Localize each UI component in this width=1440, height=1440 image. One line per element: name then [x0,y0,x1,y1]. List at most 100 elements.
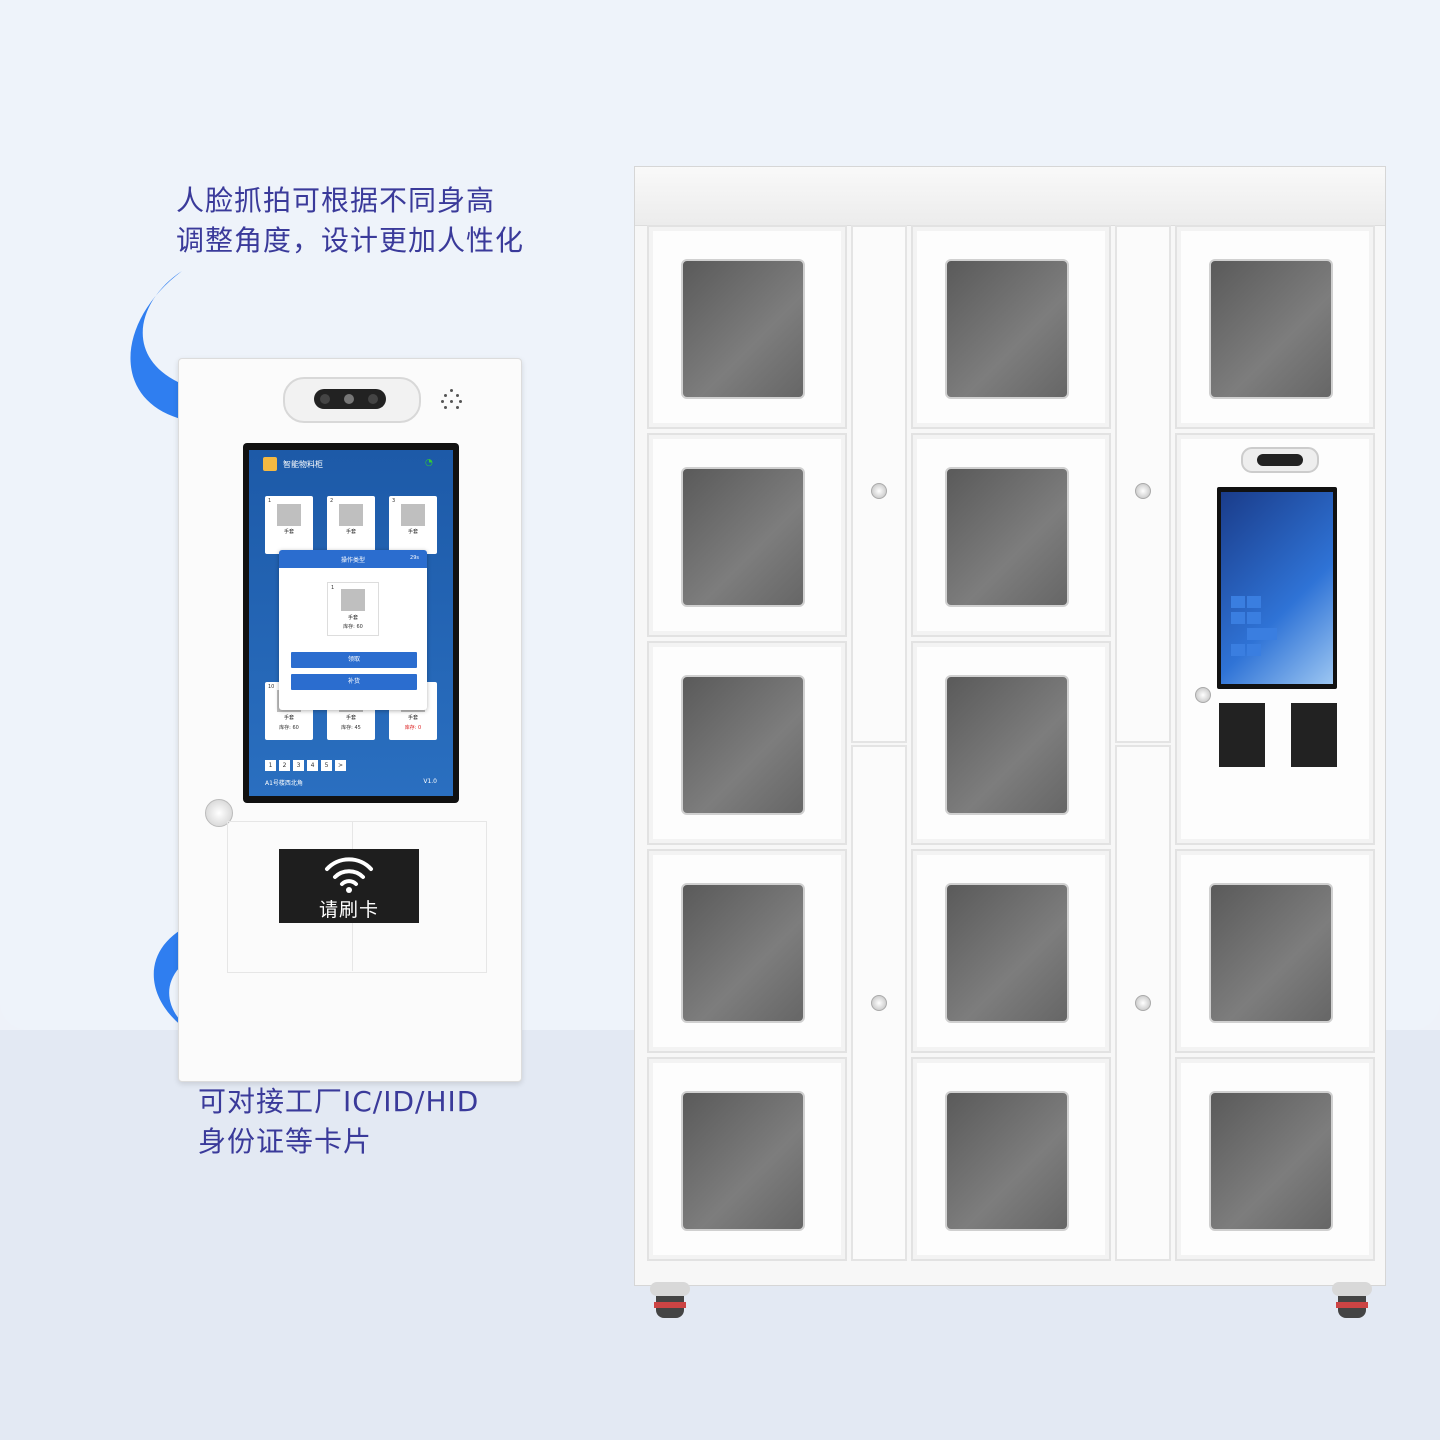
dialog-item-stock: 库存: 60 [343,624,363,630]
locker-compartment[interactable] [1175,849,1375,1053]
mini-touchscreen [1217,487,1337,689]
glove-icon [401,504,425,526]
desktop-tile-icon [1247,628,1277,640]
locker-compartment[interactable] [1175,1057,1375,1261]
page-button[interactable]: 1 [265,760,276,771]
locker-compartment[interactable] [911,433,1111,637]
compartment-window [945,675,1069,815]
face-camera [283,377,421,423]
page-button[interactable]: 2 [279,760,290,771]
compartment-window [681,883,805,1023]
app-title: 智能物料柜 [283,460,323,469]
locker-compartment[interactable] [911,641,1111,845]
dialog-header: 操作类型 29s [279,550,427,568]
door-lock-knob [205,799,233,827]
compartment-window [681,467,805,607]
locker-compartment[interactable] [647,433,847,637]
item-name: 手套 [345,715,356,721]
compartment-window [945,883,1069,1023]
kiosk-touchscreen: 智能物料柜 ◔ 1 手套 2 手套 3 手套 10 手套 [243,443,459,803]
item-name: 手套 [407,529,418,535]
side-door-strip[interactable] [1115,225,1171,743]
locker-compartment[interactable] [911,1057,1111,1261]
desktop-tile-icon [1231,644,1245,656]
item-card[interactable]: 1 手套 [265,496,313,554]
compartment-window [681,259,805,399]
item-stock: 库存: 60 [279,725,299,731]
locker-compartment[interactable] [1175,225,1375,429]
lock-knob-icon [1135,483,1151,499]
item-number: 10 [268,684,275,690]
next-page-button[interactable]: > [335,760,346,771]
dialog-item-card: 1 手套 库存: 60 [327,582,379,636]
desktop-tile-icon [1231,596,1245,608]
compartment-window [1209,1091,1333,1231]
caster-wheel [650,1282,690,1322]
desktop-tile-icon [1247,612,1261,624]
page-button[interactable]: 5 [321,760,332,771]
item-stock: 库存: 0 [404,725,422,731]
wifi-icon [325,857,373,893]
compartment-window [1209,259,1333,399]
item-card[interactable]: 3 手套 [389,496,437,554]
item-card[interactable]: 2 手套 [327,496,375,554]
desktop-screen [1221,492,1333,684]
lock-knob-icon [871,483,887,499]
locker-compartment[interactable] [647,1057,847,1261]
locker-compartment[interactable] [911,849,1111,1053]
card-caption-line1: 可对接工厂IC/ID/HID [198,1085,480,1118]
dialog-item-name: 手套 [347,615,358,621]
kiosk-app-screen: 智能物料柜 ◔ 1 手套 2 手套 3 手套 10 手套 [249,450,453,796]
side-door-strip[interactable] [1115,745,1171,1261]
operation-type-dialog: 操作类型 29s 1 手套 库存: 60 领取 补货 [279,550,427,710]
item-name: 手套 [345,529,356,535]
take-button[interactable]: 领取 [291,652,417,668]
lock-knob-icon [1195,687,1211,703]
caster-wheel [1332,1282,1372,1322]
compartment-window [681,1091,805,1231]
item-name: 手套 [407,715,418,721]
desktop-tile-icon [1247,596,1261,608]
item-name: 手套 [283,715,294,721]
page-button[interactable]: 3 [293,760,304,771]
side-door-strip[interactable] [851,225,907,743]
mini-face-camera [1241,447,1319,473]
locker-compartment[interactable] [647,641,847,845]
item-number: 2 [330,498,334,504]
dialog-item-number: 1 [331,585,335,591]
desktop-tile-icon [1247,644,1261,656]
locker-compartment[interactable] [647,225,847,429]
item-number: 1 [268,498,272,504]
location-label: A1号楼西北角 [265,780,303,787]
lock-knob-icon [871,995,887,1011]
page-button[interactable]: 4 [307,760,318,771]
app-header: 智能物料柜 ◔ [249,450,453,478]
kiosk-door-panel: 智能物料柜 ◔ 1 手套 2 手套 3 手套 10 手套 [178,358,522,1082]
glove-icon [277,504,301,526]
desktop-tile-icon [1231,612,1245,624]
smart-locker-cabinet [634,166,1386,1286]
wifi-signal-icon: ◔ [425,458,433,468]
speaker-grille-icon [441,389,463,411]
side-door-strip[interactable] [851,745,907,1261]
card-support-caption: 可对接工厂IC/ID/HID 身份证等卡片 [198,1082,479,1162]
item-stock: 库存: 45 [341,725,361,731]
dialog-timer: 29s [410,555,419,561]
compartment-window [681,675,805,815]
card-reader[interactable]: 请刷卡 [279,849,419,923]
face-caption-line1: 人脸抓拍可根据不同身高 [176,184,496,217]
locker-compartment[interactable] [647,849,847,1053]
locker-compartment[interactable] [911,225,1111,429]
restock-button[interactable]: 补货 [291,674,417,690]
item-name: 手套 [283,529,294,535]
compartment-window [945,1091,1069,1231]
compartment-window [945,259,1069,399]
dialog-title: 操作类型 [340,557,365,564]
card-caption-line2: 身份证等卡片 [198,1125,373,1158]
glove-icon [339,504,363,526]
app-logo-icon [263,457,277,471]
face-capture-caption: 人脸抓拍可根据不同身高 调整角度，设计更加人性化 [176,181,524,261]
glove-icon [341,589,365,611]
card-reader-label: 请刷卡 [318,899,379,921]
